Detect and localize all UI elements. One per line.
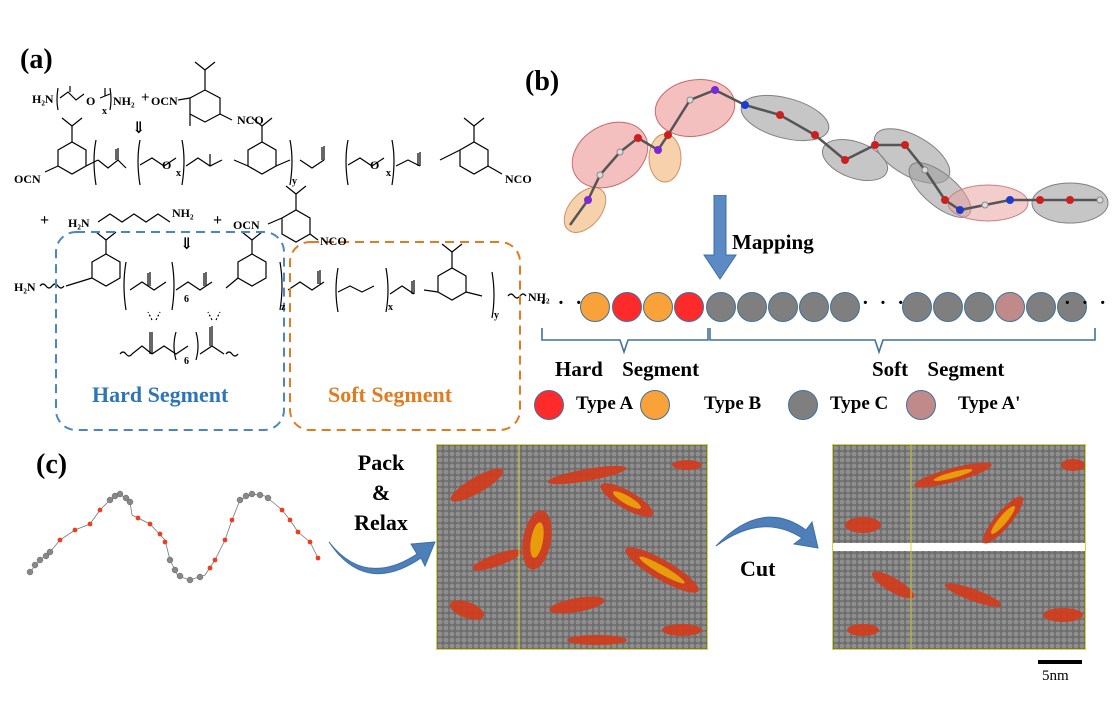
- row4-z-label: z: [281, 302, 286, 313]
- mapping-arrow: [703, 195, 737, 280]
- pack-text: Pack: [357, 450, 405, 475]
- legend-label-3: Type A': [958, 393, 1021, 414]
- bead-type-c: [902, 292, 932, 322]
- pack-relax-label: Pack & Relax: [346, 448, 416, 538]
- row3-h2n-label: H₂N: [68, 216, 90, 230]
- ampersand-text: &: [371, 480, 391, 505]
- bead-type-c: [737, 292, 767, 322]
- mapping-label: Mapping: [732, 230, 814, 254]
- packed-system-box: [436, 444, 708, 650]
- ellipsis-right: · · ·: [1064, 292, 1110, 314]
- bead-type-aprime: [995, 292, 1025, 322]
- segment-brace: [541, 328, 1096, 355]
- cut-system-box: [832, 444, 1086, 650]
- row4-h2n-label: H₂N: [14, 280, 36, 294]
- bead-type-b: [580, 292, 610, 322]
- row4-y-label: y: [494, 310, 499, 321]
- row2-arrow: ⇓: [132, 120, 146, 137]
- bead-type-b: [643, 292, 673, 322]
- panel-label-a: (a): [20, 44, 53, 75]
- row2-o2-label: O: [370, 158, 380, 172]
- row3-plus1: +: [40, 212, 50, 229]
- pack-relax-arrow: [328, 541, 436, 575]
- bead-type-a: [612, 292, 642, 322]
- panel-label-b: (b): [525, 66, 560, 97]
- bead-type-c: [933, 292, 963, 322]
- row2-o1-label: O: [162, 158, 172, 172]
- repeat-x-label: x: [102, 106, 107, 117]
- row3-nh2-label: NH₂: [172, 206, 194, 220]
- legend-swatch-2: [788, 390, 818, 420]
- chem-structures-svg: [39, 61, 527, 431]
- isocyanate-nco-label: NCO: [237, 113, 264, 127]
- bead-type-c: [706, 292, 736, 322]
- panel-label-c: (c): [36, 449, 68, 480]
- bead-type-c: [799, 292, 829, 322]
- row4-x-label: x: [388, 302, 393, 313]
- cut-arrow: [715, 516, 819, 549]
- isocyanate-ocn-label: OCN: [151, 94, 178, 108]
- legend-label-0: Type A: [576, 393, 634, 414]
- bead-type-c: [1057, 292, 1087, 322]
- row3-arrow: ⇓: [180, 236, 194, 253]
- soft-segment-text: Soft Segment: [872, 357, 1005, 381]
- relax-text: Relax: [354, 510, 408, 535]
- hard-segment-box: [55, 231, 285, 431]
- packed-system-render: [437, 445, 707, 649]
- legend-swatch-1: [640, 390, 670, 420]
- bead-type-c: [768, 292, 798, 322]
- ether-o-label: O: [86, 94, 96, 108]
- bead-ellipse-c2: [821, 138, 889, 182]
- bead-ellipse-a1: [571, 121, 649, 189]
- plus-sign-1: +: [141, 90, 150, 106]
- scale-bar: [1038, 660, 1082, 664]
- cut-label: Cut: [740, 556, 776, 581]
- single-chain-svg: [26, 490, 321, 584]
- bead-ellipse-a2: [654, 79, 736, 137]
- bead-type-c: [830, 292, 860, 322]
- row2-ocn-label: OCN: [14, 172, 41, 186]
- ellipsis-left: · · ·: [540, 292, 586, 314]
- row3-plus2: +: [213, 212, 223, 229]
- row5-six-label: 6: [184, 356, 189, 367]
- row2-y-label: y: [292, 176, 297, 187]
- bead-type-a: [674, 292, 704, 322]
- row2-nco-label: NCO: [505, 172, 532, 186]
- amine-nh2-label: NH₂: [113, 94, 135, 108]
- hard-segment-text: Hard Segment: [555, 357, 700, 381]
- cut-system-render: [833, 445, 1085, 649]
- scale-bar-label: 5nm: [1042, 668, 1069, 684]
- row2-x2-label: x: [386, 168, 391, 179]
- row4-nh2-label: NH₂: [528, 290, 550, 304]
- atom-spheres: [584, 86, 1104, 214]
- soft-segment-box: [289, 241, 521, 431]
- legend-swatch-3: [906, 390, 936, 420]
- ellipsis-mid: · · ·: [862, 292, 908, 314]
- amine-h2n-label: H₂N: [32, 92, 54, 106]
- legend-swatch-0: [534, 390, 564, 420]
- soft-segment-label: Soft Segment: [328, 382, 453, 407]
- legend-label-1: Type B: [704, 393, 762, 414]
- row2-x1-label: x: [176, 168, 181, 179]
- atomistic-molecule-svg: [563, 79, 1109, 233]
- bead-ellipse-b1: [563, 187, 607, 233]
- row4-six-label: 6: [184, 294, 189, 305]
- legend-label-2: Type C: [830, 393, 889, 414]
- bead-type-c: [1026, 292, 1056, 322]
- row3-nco-label: NCO: [320, 234, 347, 248]
- bead-type-c: [964, 292, 994, 322]
- row3-ocn-label: OCN: [233, 218, 260, 232]
- hard-segment-label: Hard Segment: [92, 382, 229, 407]
- bead-ellipse-a3: [947, 184, 1029, 222]
